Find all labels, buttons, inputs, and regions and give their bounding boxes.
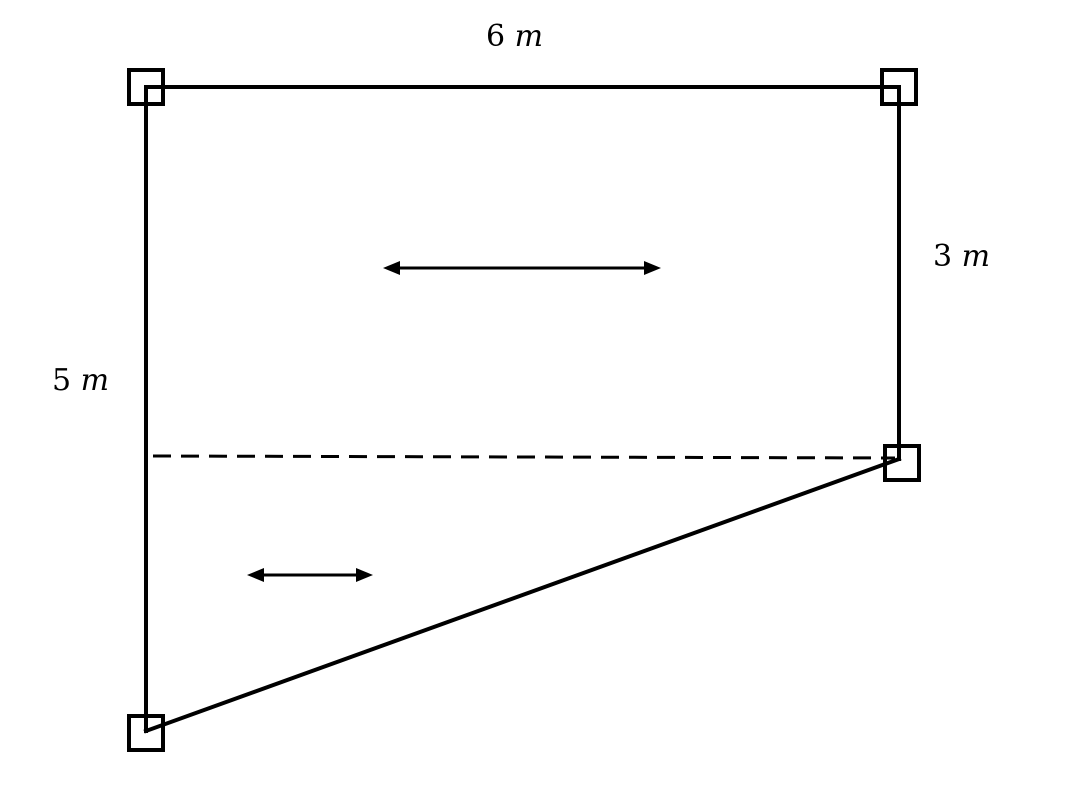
left-dimension-unit: m bbox=[80, 363, 110, 398]
right-dimension-label: 3 m bbox=[933, 242, 990, 272]
right-dimension-unit: m bbox=[961, 239, 991, 274]
top-dimension-label: 6 m bbox=[486, 22, 543, 52]
double-headed-arrow-icon bbox=[247, 568, 373, 582]
double-headed-arrow-icon bbox=[383, 261, 661, 275]
left-dimension-label: 5 m bbox=[52, 366, 109, 396]
dashed-divider-line bbox=[152, 454, 896, 460]
sloped-bottom-edge bbox=[143, 456, 902, 734]
right-dimension-value: 3 bbox=[933, 239, 953, 274]
square-support-icon bbox=[883, 444, 921, 482]
square-support-icon bbox=[127, 714, 165, 752]
top-dimension-unit: m bbox=[514, 19, 544, 54]
square-support-icon bbox=[127, 68, 165, 106]
top-dimension-value: 6 bbox=[486, 19, 506, 54]
left-dimension-value: 5 bbox=[52, 363, 72, 398]
square-support-icon bbox=[880, 68, 918, 106]
